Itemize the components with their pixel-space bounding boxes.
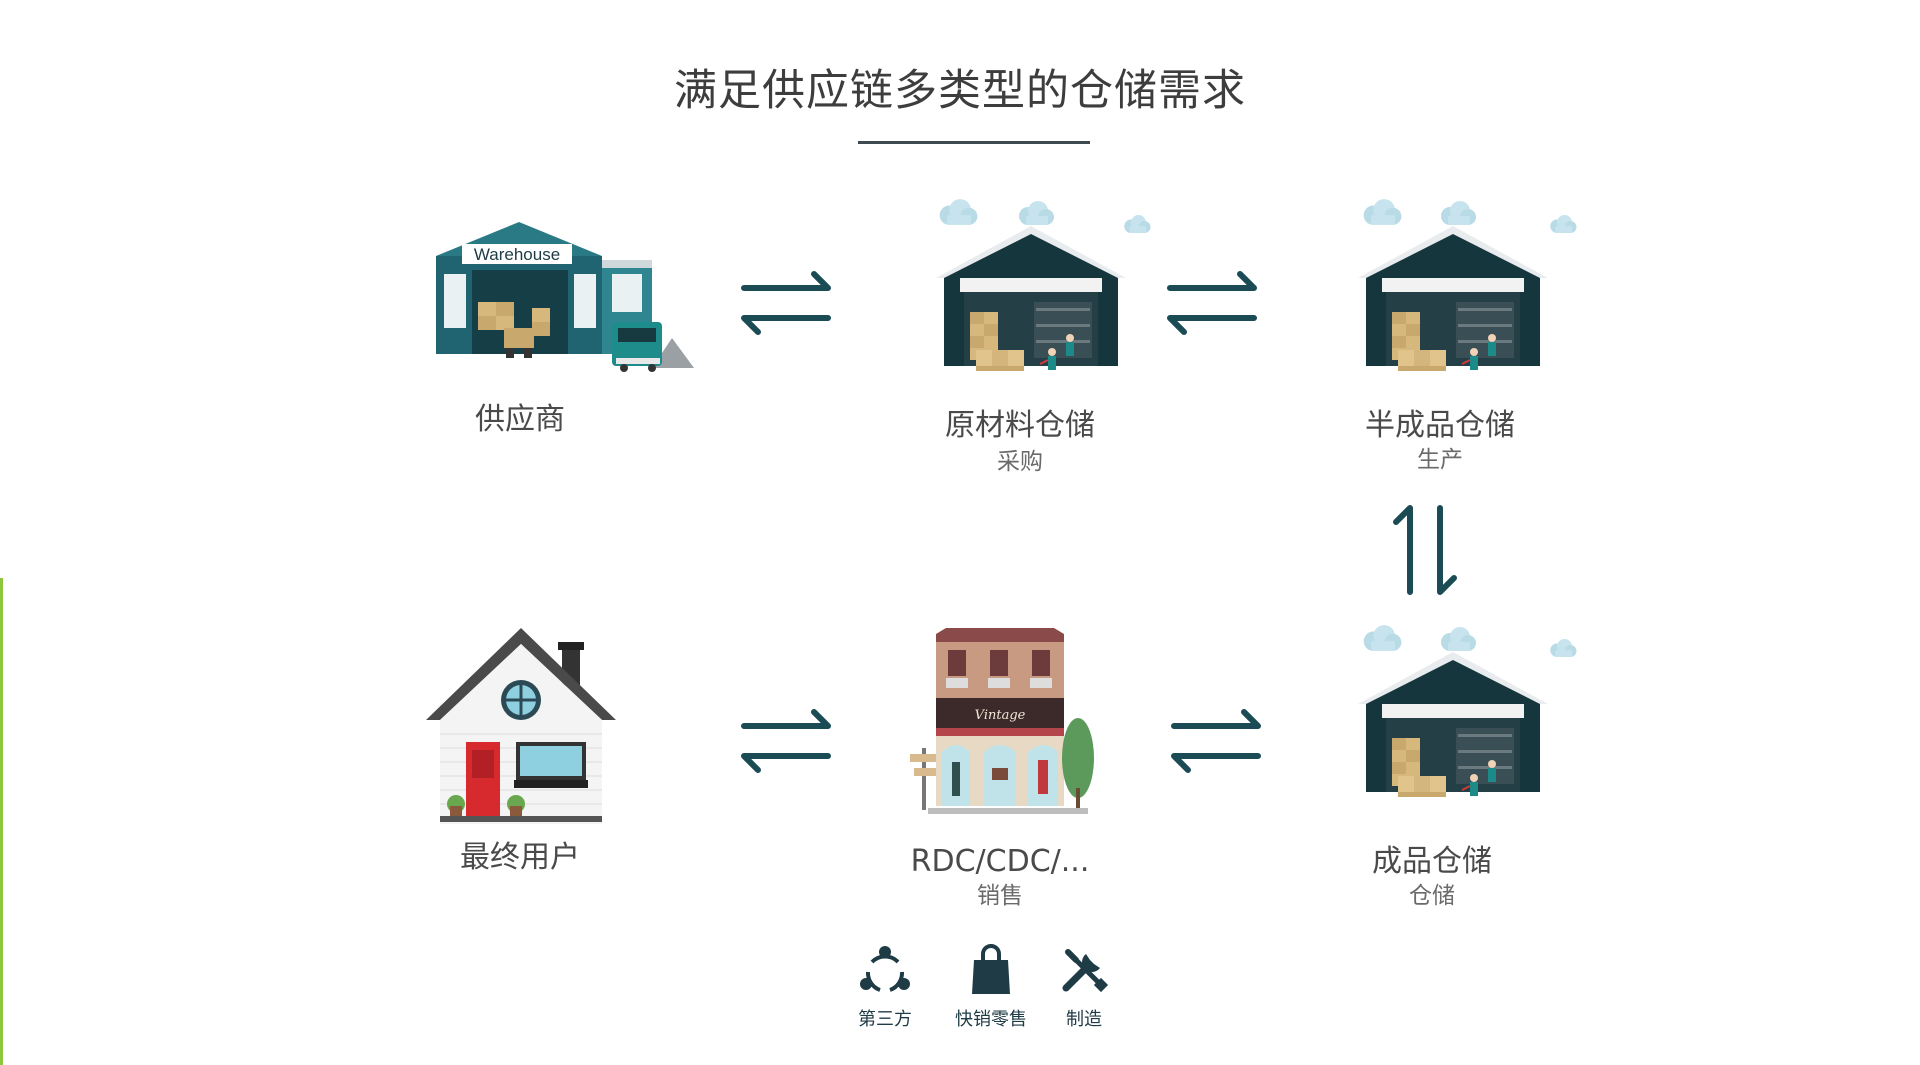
raw-material-sub: 采购 [997,449,1043,475]
supplier-warehouse-illustration: Warehouse [432,218,694,374]
category-label-manufacturing: 制造 [1066,1009,1102,1030]
shopping-bag-icon [966,942,1016,998]
third-party-share-icon [858,944,912,998]
title-divider [858,141,1090,144]
raw-material-warehouse-illustration [936,198,1136,388]
finished-goods-label: 成品仓储 [1372,844,1492,879]
bidirectional-arrow-enduser-rdc [736,706,836,776]
house-illustration [426,624,616,824]
tools-icon [1058,944,1110,996]
bidirectional-arrow-semi-finished [1390,500,1460,600]
finished-goods-warehouse-illustration [1358,624,1558,814]
raw-material-label: 原材料仓储 [945,408,1095,443]
retail-store-illustration: Vintage [898,628,1098,828]
cloud-icon [1548,214,1578,234]
warehouse-sign: Warehouse [474,245,560,264]
finished-goods-sub: 仓储 [1409,883,1455,909]
bidirectional-arrow-supplier-raw [736,268,836,338]
page-title: 满足供应链多类型的仓储需求 [674,66,1246,116]
semi-finished-label: 半成品仓储 [1365,408,1515,443]
end-user-label: 最终用户 [460,840,580,875]
bidirectional-arrow-raw-semi [1162,268,1262,338]
left-accent-bar [0,578,3,1065]
semi-finished-sub: 生产 [1417,447,1463,473]
semi-finished-warehouse-illustration [1358,198,1558,388]
category-label-third-party: 第三方 [858,1009,912,1030]
supplier-label: 供应商 [475,402,565,437]
category-label-fmcg-retail: 快销零售 [955,1009,1027,1030]
cloud-icon [1548,638,1578,658]
store-sign: Vintage [975,708,1026,723]
rdc-sub: 销售 [977,883,1023,909]
rdc-label: RDC/CDC/... [910,844,1090,879]
cloud-icon [1122,214,1152,234]
bidirectional-arrow-rdc-finished [1166,706,1266,776]
